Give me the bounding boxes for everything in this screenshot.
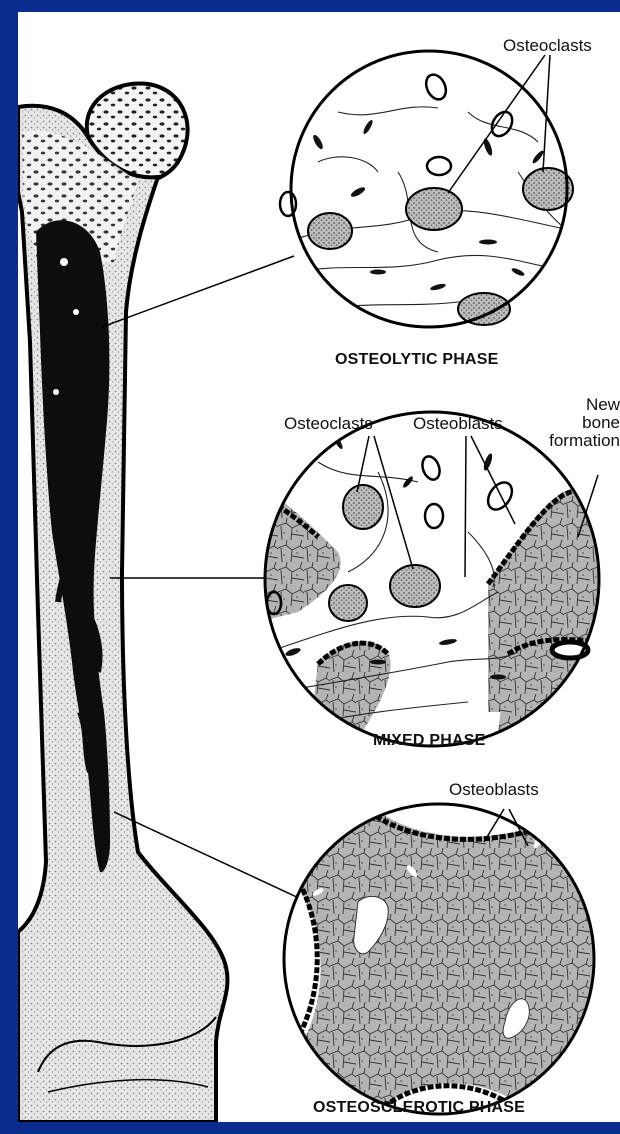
new-bone-line-2: bone: [538, 414, 620, 432]
new-bone-line-1: New: [538, 396, 620, 414]
osteosclerotic-phase-title: OSTEOSCLEROTIC PHASE: [313, 1099, 525, 1117]
osteoblasts-label-sclerotic: Osteoblasts: [449, 780, 539, 800]
osteoclasts-label-mixed: Osteoclasts: [284, 414, 373, 434]
osteosclerotic-panel: [268, 772, 608, 1122]
osteoblasts-label-mixed: Osteoblasts: [413, 414, 503, 434]
osteolytic-panel: [280, 51, 578, 327]
mixed-panel: [258, 412, 618, 752]
bone-metastasis-figure: Osteoclasts OSTEOLYTIC PHASE Osteoclasts…: [18, 12, 620, 1122]
osteoclasts-label-osteolytic: Osteoclasts: [503, 36, 592, 56]
osteolytic-phase-title: OSTEOLYTIC PHASE: [335, 351, 499, 369]
mixed-phase-title: MIXED PHASE: [373, 732, 485, 750]
new-bone-formation-label: New bone formation: [538, 396, 620, 450]
illustration: [18, 12, 620, 1122]
femur-bone: [18, 84, 227, 1122]
new-bone-line-3: formation: [538, 432, 620, 450]
